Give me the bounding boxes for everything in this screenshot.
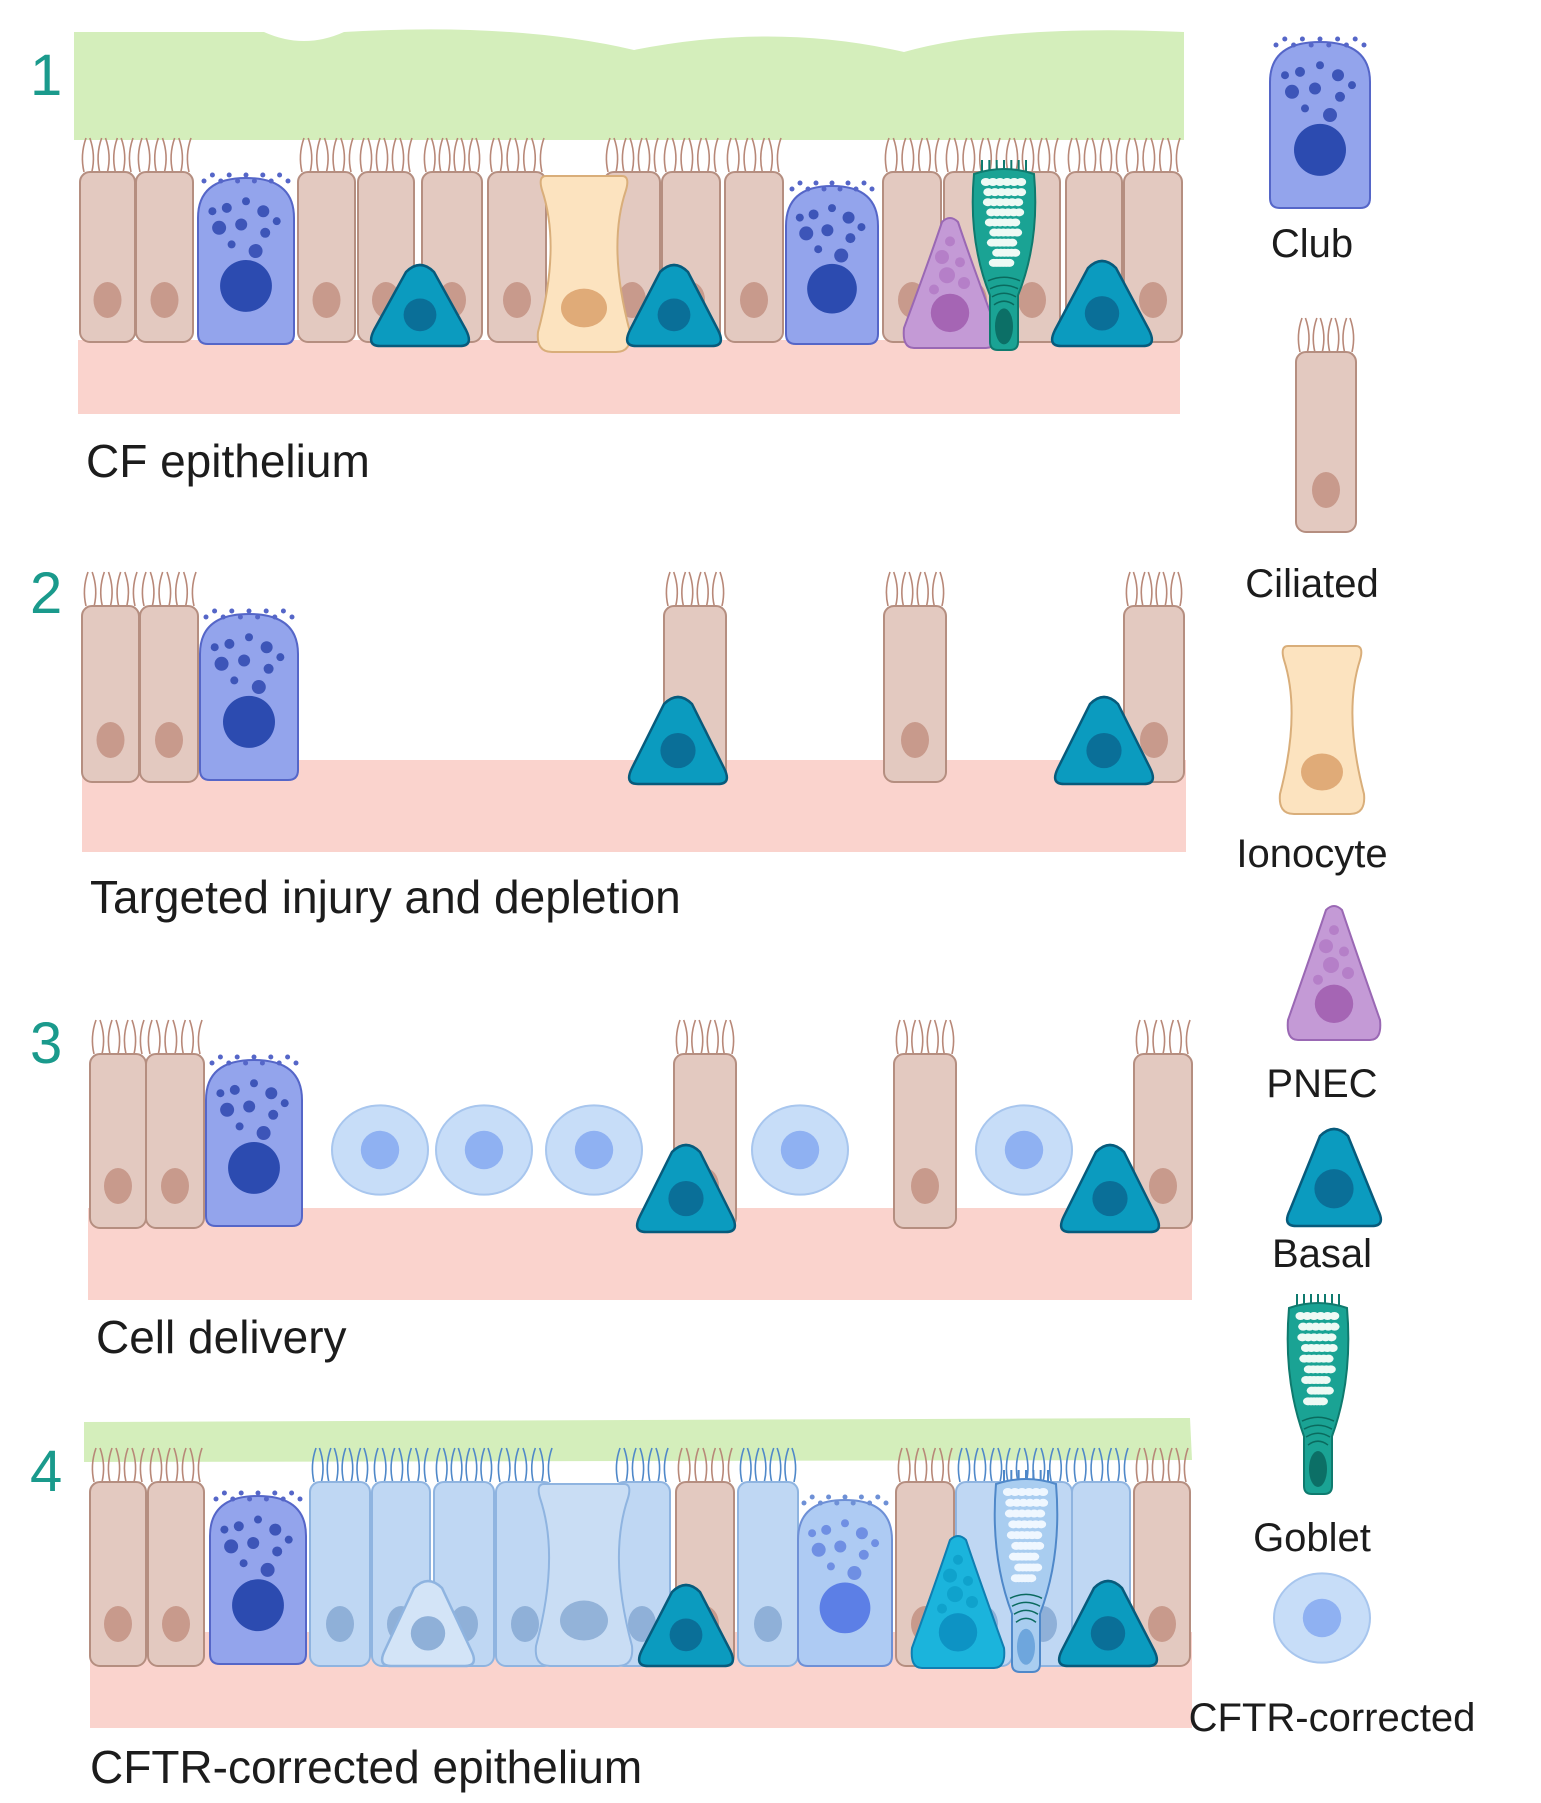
ciliated-cell xyxy=(297,137,356,343)
ciliated-cell-icon xyxy=(1295,317,1357,533)
ciliated-cell xyxy=(1133,1447,1191,1667)
legend-label-pnec: PNEC xyxy=(1266,1062,1378,1106)
legend-label-ionocyte: Ionocyte xyxy=(1236,832,1388,876)
basal-cell xyxy=(380,1579,476,1668)
panel-2-targeted-injury xyxy=(81,571,1186,852)
ciliated-cell xyxy=(1123,137,1183,343)
ciliated-cell xyxy=(79,137,136,343)
ciliated-cell xyxy=(737,1447,799,1667)
basal-cell xyxy=(369,263,471,348)
club-cell xyxy=(199,608,299,781)
ciliated-cell xyxy=(139,571,199,783)
goblet-cell-icon xyxy=(1286,1294,1350,1495)
ciliated-cell xyxy=(487,137,547,343)
pnec-cell xyxy=(910,1535,1006,1669)
ciliated-cell xyxy=(89,1019,147,1229)
cftr-corrected-cell xyxy=(435,1104,533,1196)
pnec-cell-icon xyxy=(1286,905,1382,1041)
caption-panel-2: Targeted injury and depletion xyxy=(90,871,681,923)
club-cell xyxy=(797,1494,893,1667)
cell-type-legend xyxy=(1269,36,1383,1664)
ionocyte-cell xyxy=(536,175,632,353)
basement-membrane xyxy=(78,340,1180,414)
ciliated-cell xyxy=(613,1447,671,1667)
step-number-4: 4 xyxy=(30,1439,63,1504)
ciliated-cell xyxy=(1123,571,1185,783)
legend-label-cftr-corrected: CFTR-corrected xyxy=(1188,1696,1476,1740)
panel-3-cell-delivery xyxy=(88,1019,1193,1300)
basal-cell xyxy=(1053,695,1155,786)
mucus-layer xyxy=(84,1418,1192,1462)
cftr-corrected-cell xyxy=(331,1104,429,1196)
ciliated-cell xyxy=(883,571,947,783)
ciliated-cell xyxy=(81,571,140,783)
goblet-cell xyxy=(993,1470,1059,1673)
caption-panel-3: Cell delivery xyxy=(96,1311,347,1363)
legend-label-goblet: Goblet xyxy=(1253,1516,1371,1560)
ciliated-cell xyxy=(309,1447,371,1667)
ciliated-cell xyxy=(145,1019,205,1229)
ionocyte-cell xyxy=(534,1483,634,1667)
cftr-corrected-cell-icon xyxy=(1273,1572,1371,1664)
cftr-corrected-cell xyxy=(975,1104,1073,1196)
step-number-2: 2 xyxy=(30,561,63,626)
legend-label-basal: Basal xyxy=(1271,1232,1373,1276)
basal-cell xyxy=(635,1143,737,1234)
basal-cell xyxy=(627,695,729,786)
basal-cell xyxy=(1059,1143,1161,1234)
step-number-1: 1 xyxy=(30,43,63,108)
ciliated-cell xyxy=(724,137,784,343)
caption-panel-4: CFTR-corrected epithelium xyxy=(90,1741,643,1793)
club-cell xyxy=(209,1490,307,1665)
basal-cell xyxy=(625,263,723,348)
club-cell-icon xyxy=(1269,36,1371,209)
caption-panel-1: CF epithelium xyxy=(86,435,370,487)
legend-label-ciliated: Ciliated xyxy=(1245,562,1379,606)
goblet-cell xyxy=(971,160,1037,351)
club-cell xyxy=(785,180,879,345)
ciliated-cell xyxy=(1133,1019,1193,1229)
basal-cell xyxy=(1057,1579,1159,1668)
cftr-corrected-cell xyxy=(751,1104,849,1196)
ciliated-cell xyxy=(147,1447,205,1667)
ciliated-cell xyxy=(89,1447,147,1667)
club-cell xyxy=(205,1054,303,1227)
panel-4-cftr-corrected xyxy=(84,1418,1192,1728)
mucus-layer xyxy=(74,29,1184,140)
ciliated-cell xyxy=(135,137,194,343)
ciliated-cell xyxy=(893,1019,957,1229)
basal-cell xyxy=(1050,259,1154,348)
panel-1-cf-epithelium xyxy=(74,29,1184,414)
cftr-corrected-cell xyxy=(545,1104,643,1196)
step-number-3: 3 xyxy=(30,1011,63,1076)
basal-cell-icon xyxy=(1285,1127,1383,1228)
basal-cell xyxy=(637,1583,735,1668)
legend-label-club: Club xyxy=(1270,222,1354,266)
club-cell xyxy=(197,172,295,345)
ionocyte-cell-icon xyxy=(1278,645,1366,815)
